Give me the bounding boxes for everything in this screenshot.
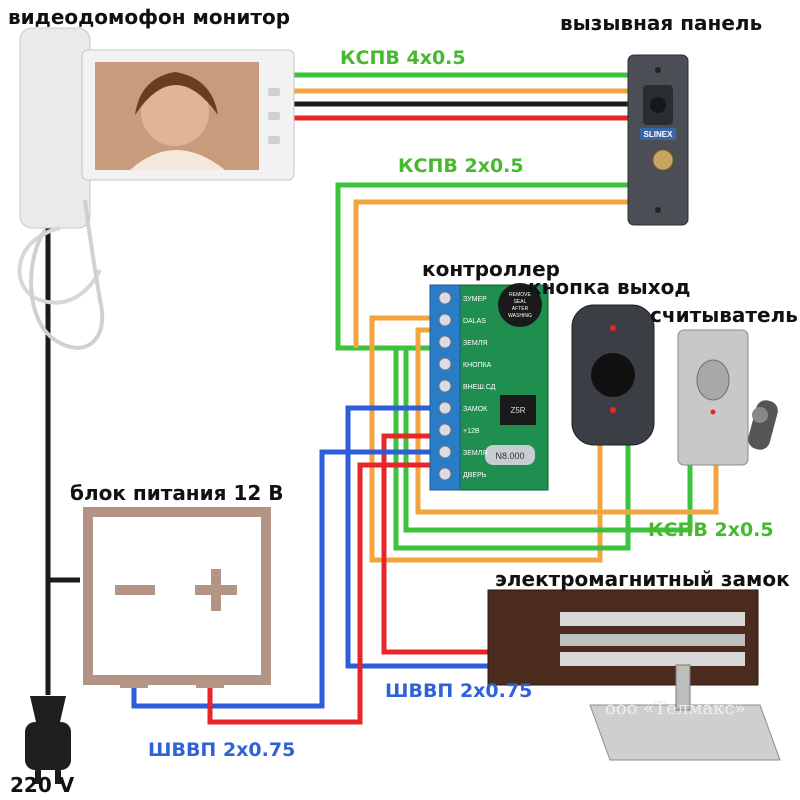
controller-terminals: ЗУМЕР DALAS ЗЕМЛЯ КНОПКА ВНЕШ.СД ЗАМОК +12В ЗЕМ… [438,291,496,481]
terminal-screw [438,467,452,481]
terminal-label: +12В [463,428,480,435]
video-monitor [17,27,295,350]
terminal-label: DALAS [463,318,486,325]
monitor-label: видеодомофон монитор [8,5,290,29]
terminal-label: ДВЕРЬ [463,472,487,479]
exit-button-label: кнопка выход [528,275,691,299]
reader-label: считыватель [650,303,798,327]
terminal-label: ЗУМЕР [463,296,487,303]
power-supply-label: блок питания 12 В [70,481,284,505]
terminal-screw [438,423,452,437]
terminal-screw [438,445,452,459]
terminal-screw [438,401,452,415]
controller-chip: Z5R [510,406,525,415]
reader-wires [403,327,719,533]
terminal-screw [438,291,452,305]
psu-plus-text: + [210,604,211,606]
kspv-4-cable [290,72,640,121]
buzzer-line: REMOVE [509,292,531,298]
kspv-2-top-cable [335,182,640,351]
voltage-label: 220 V [10,773,75,797]
panel-brand: SLINEX [644,130,674,139]
buzzer-line: SEAL [514,299,527,305]
call-panel [627,54,689,226]
shvvp-left-label: ШВВП 2х0.75 [148,739,295,761]
lock-label: электромагнитный замок [495,567,790,591]
crystal-label: N8.000 [495,451,524,461]
power-supply [83,507,271,688]
terminal-label: ЗЕМЛЯ [463,450,487,457]
watermark-text: ооо «Телмакс» [605,698,745,719]
terminal-screw [438,335,452,349]
mains-cable [45,220,80,695]
kspv-4-label: КСПВ 4х0.5 [340,47,466,69]
terminal-label: ЗАМОК [463,406,488,413]
shvvp-right-label: ШВВП 2х0.75 [385,680,532,702]
exit-button [571,304,655,446]
buzzer-line: WASHING [508,313,532,319]
terminal-label: ЗЕМЛЯ [463,340,487,347]
power-wires [131,405,496,725]
call-panel-label: вызывная панель [560,11,762,35]
terminal-screw [438,379,452,393]
magnetic-lock [487,589,781,761]
terminal-screw [438,357,452,371]
terminal-label: КНОПКА [463,362,492,369]
buzzer-line: AFTER [512,306,529,312]
card-reader [677,329,778,466]
kspv-2-bottom-label: КСПВ 2х0.5 [648,519,774,541]
psu-minus-symbol: − [120,604,121,606]
terminal-screw [438,313,452,327]
mains-plug [25,696,71,784]
terminal-label: ВНЕШ.СД [463,384,496,391]
psu-plus-symbol [195,569,237,611]
kspv-2-top-label: КСПВ 2х0.5 [398,155,524,177]
controller-label: контроллер [422,257,560,281]
